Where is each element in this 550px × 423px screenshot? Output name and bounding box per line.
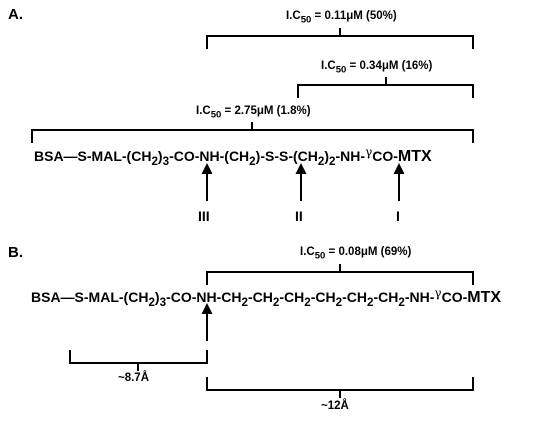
panel-a-label: A. <box>8 6 23 23</box>
bracket-b-left <box>69 350 208 364</box>
cleavage-site-ii-label: II <box>295 208 303 224</box>
arrow-site-iii-head <box>201 163 213 174</box>
ic50-top-label: I.C50 = 0.11μM (50%) <box>286 10 397 26</box>
ic50-mid-label: I.C50 = 0.34μM (16%) <box>321 60 433 76</box>
cleavage-site-iii-label: III <box>198 208 210 224</box>
panel-b-label: B. <box>8 244 23 261</box>
panel-b-linker-formula: BSA—S-MAL-(CH2)3-CO-NH-CH2-CH2-CH2-CH2-C… <box>31 286 502 309</box>
arrow-b-amide-head <box>201 303 213 314</box>
bracket-b-right <box>206 377 474 391</box>
distance-left-label: ~8.7Å <box>118 372 150 384</box>
panel-a-linker-formula: BSA—S-MAL-(CH2)3-CO-NH-(CH2)-S-S-(CH2)2-… <box>34 145 432 168</box>
arrow-site-i-head <box>393 163 405 174</box>
bracket-b-ic50 <box>206 271 474 285</box>
ic50-low-label: I.C50 = 2.75μM (1.8%) <box>196 105 311 121</box>
arrow-site-ii-head <box>295 163 307 174</box>
panel-b-ic50-label: I.C50 = 0.08μM (69%) <box>300 246 412 262</box>
bracket-ic50-low <box>31 129 474 143</box>
bracket-ic50-top <box>206 35 474 49</box>
cleavage-site-i-label: I <box>396 208 400 224</box>
distance-right-label: ~12Å <box>321 400 349 412</box>
bracket-ic50-mid <box>297 84 474 98</box>
